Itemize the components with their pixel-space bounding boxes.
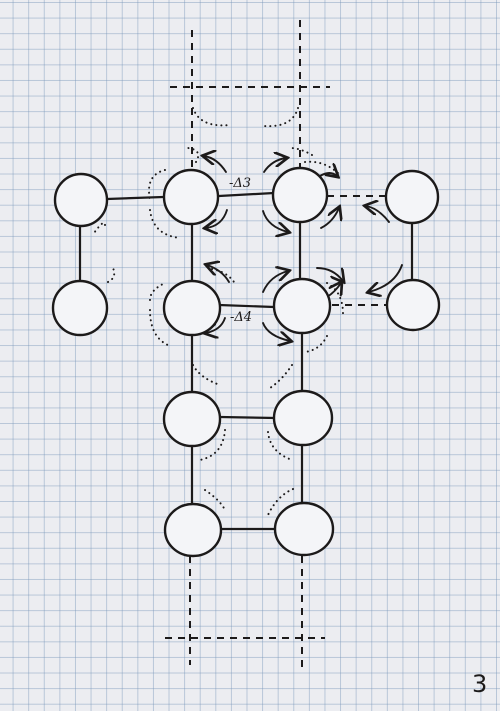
node	[51, 279, 109, 337]
node	[272, 389, 334, 447]
node	[273, 501, 335, 557]
node	[384, 169, 440, 225]
node	[271, 166, 329, 224]
dashed-boundary-lines	[165, 20, 387, 670]
delta3-label: -Δ3	[229, 176, 251, 191]
node	[162, 279, 222, 337]
solid-bonds	[78, 191, 414, 531]
node	[162, 390, 222, 448]
node	[162, 168, 220, 226]
node	[53, 172, 109, 228]
hopping-arrows	[204, 156, 403, 341]
page-number: 3	[472, 670, 487, 698]
delta4-label: -Δ4	[230, 310, 252, 325]
node	[272, 277, 332, 335]
lattice-nodes	[51, 166, 441, 558]
node	[385, 278, 441, 332]
node	[163, 502, 223, 558]
